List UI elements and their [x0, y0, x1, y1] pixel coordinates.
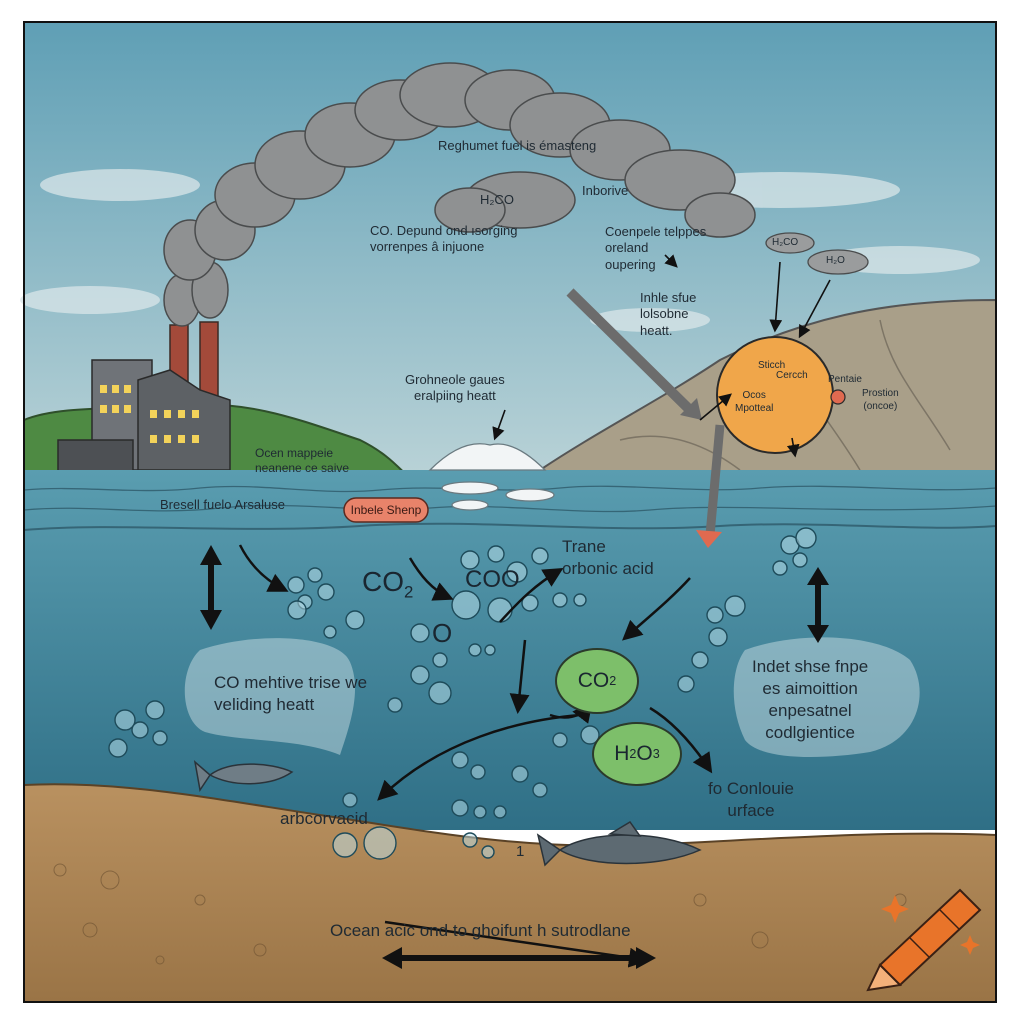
pill-label: Inbele Shenp [350, 503, 422, 517]
label-cloud-small-2: H₂O [826, 255, 845, 266]
smoke-plume [163, 62, 756, 327]
label-h2co: H₂CO [480, 192, 514, 207]
o-formula: O [432, 618, 453, 648]
label-indet: Indet shse fnpe es aimoittion enpesatnel… [752, 657, 869, 743]
label-circle-bottom: Ocos Mpotteal [735, 390, 774, 414]
coo-formula: COO [465, 566, 520, 593]
fish-icon [193, 760, 294, 792]
seabed [23, 783, 997, 1003]
label-co-mehtive: CO mehtive trise we veliding heatt [214, 673, 368, 715]
label-smoke-top: Reghumet fuel is émasteng [438, 138, 597, 153]
label-rock-right: Pentaie [828, 374, 862, 385]
small-clouds [765, 232, 869, 275]
sparkle-icon [881, 895, 980, 955]
bottom-caption: Ocean acic ond to ghoifunt h sutrodlane [330, 921, 631, 940]
fish-icon [536, 821, 702, 867]
label-greenhouse: Grohneole gaues eralpiing heatt [405, 372, 505, 404]
label-circle-top: Sticch [758, 360, 786, 371]
label-one: 1 [516, 843, 525, 860]
ocean [24, 470, 996, 830]
label-fossil: Bresell fuelo Arsaluse [160, 497, 286, 512]
label-to-conlouie: fo Conlouie urface [708, 779, 795, 821]
label-right-mid: Inhle sfue lolsobne heatt. [640, 290, 697, 338]
iceberg [428, 443, 555, 511]
label-smoke-left: CO. Depund ond ısorging vorrenpes â inju… [370, 223, 518, 255]
label-inborive: Inborive [582, 183, 629, 198]
bubbles [108, 527, 817, 860]
grey-arrow [566, 288, 694, 414]
label-trane: Trane orbonic acid [562, 537, 654, 579]
label-right-top: Coenpele telppes oreland oupering [605, 224, 707, 272]
crayon-icon [866, 888, 982, 992]
label-cloud-small-1: H₂CO [772, 237, 799, 248]
label-arbcorvacid: arbcorvacid [280, 809, 368, 828]
info-bubble-left [184, 638, 356, 755]
label-circle-right: Cercch [776, 370, 808, 381]
info-bubble-right [733, 637, 920, 757]
label-land-left: Ocen mappeie neanene ce saive [255, 446, 350, 475]
co2-formula: CO2 [362, 566, 414, 602]
label-rock-far: Prostion (oncoe) [862, 388, 899, 412]
